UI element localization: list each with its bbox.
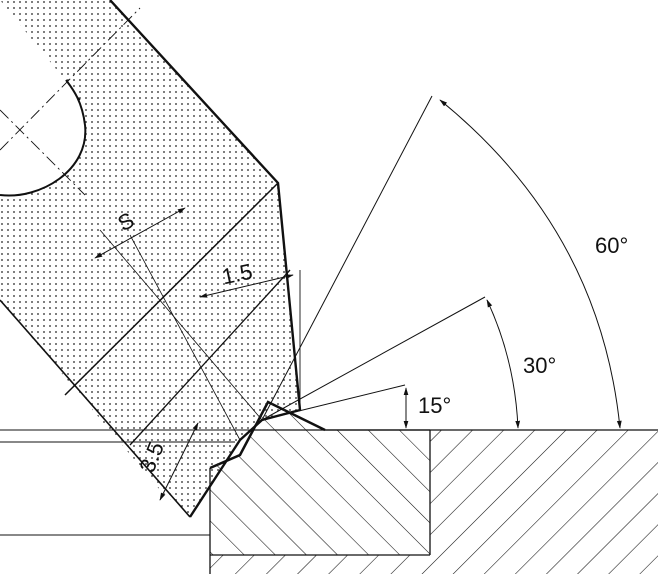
angle-label-30: 30° [523, 353, 556, 378]
angle-dimension-arcs [403, 99, 622, 429]
linear-dimensions [94, 207, 294, 501]
workpiece-right-body [210, 429, 658, 574]
angle-label-60: 60° [595, 233, 628, 258]
dimension-label-1-5: 1.5 [220, 259, 255, 290]
angle-label-15: 15° [418, 393, 451, 418]
